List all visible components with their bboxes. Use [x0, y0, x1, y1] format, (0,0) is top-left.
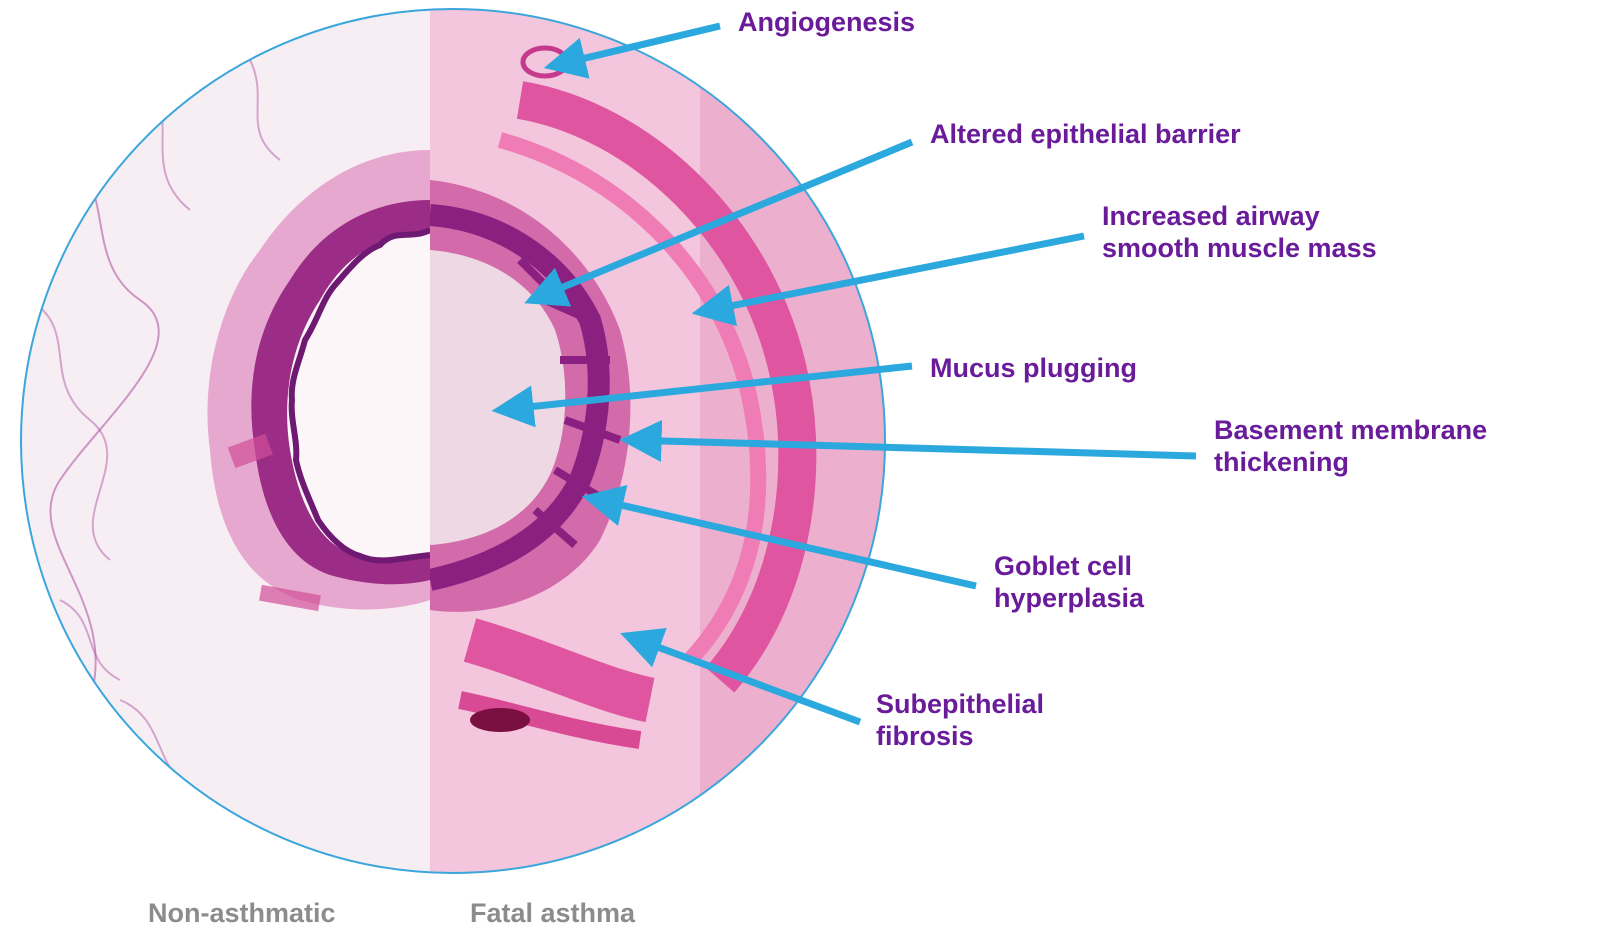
- label-angiogenesis: Angiogenesis: [738, 6, 915, 38]
- label-subepithelial-fibrosis: Subepithelial fibrosis: [876, 688, 1044, 753]
- label-altered-epithelial-barrier: Altered epithelial barrier: [930, 118, 1241, 150]
- label-basement-membrane: Basement membrane thickening: [1214, 414, 1487, 479]
- label-goblet-cell: Goblet cell hyperplasia: [994, 550, 1144, 615]
- label-mucus-plugging: Mucus plugging: [930, 352, 1137, 384]
- label-subepithelial-line1: Subepithelial: [876, 688, 1044, 720]
- caption-fatal-asthma: Fatal asthma: [470, 898, 635, 929]
- label-increased-asm-line2: smooth muscle mass: [1102, 232, 1377, 264]
- label-increased-asm-line1: Increased airway: [1102, 200, 1377, 232]
- label-goblet-line1: Goblet cell: [994, 550, 1144, 582]
- label-goblet-line2: hyperplasia: [994, 582, 1144, 614]
- label-basement-line1: Basement membrane: [1214, 414, 1487, 446]
- label-basement-line2: thickening: [1214, 446, 1487, 478]
- label-increased-asm: Increased airway smooth muscle mass: [1102, 200, 1377, 265]
- label-subepithelial-line2: fibrosis: [876, 720, 1044, 752]
- caption-non-asthmatic: Non-asthmatic: [148, 898, 336, 929]
